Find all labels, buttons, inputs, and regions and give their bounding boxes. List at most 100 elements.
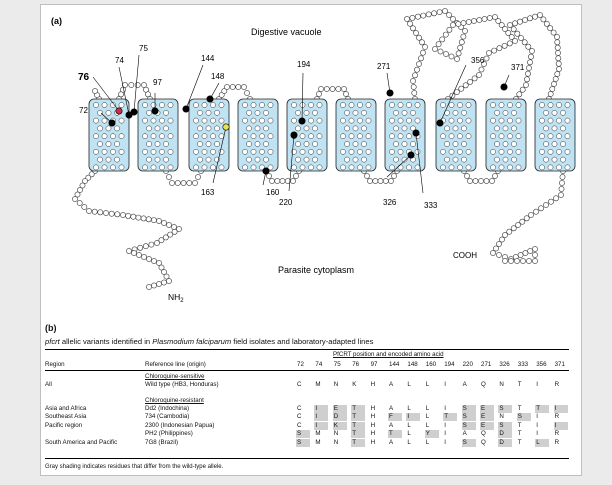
residue-marker-356 [436, 64, 467, 127]
region-cell: Southeast Asia [45, 413, 87, 421]
loop-residue [151, 258, 157, 264]
residue [167, 148, 174, 155]
residue [316, 164, 323, 171]
residue [465, 117, 472, 124]
marker-label: 144 [201, 54, 215, 63]
loop-residue [471, 18, 477, 24]
residue [397, 102, 404, 108]
loop-residue [481, 16, 488, 22]
loop-residue [558, 186, 565, 192]
residue [348, 102, 355, 108]
region-cell: Asia and Africa [45, 405, 87, 412]
loop-residue [367, 178, 373, 184]
marker-dot [222, 123, 230, 131]
loop-residue [171, 228, 178, 235]
residue [348, 133, 355, 140]
residue [401, 109, 408, 116]
residue [210, 148, 216, 155]
loop-residue [471, 75, 478, 82]
residue [414, 148, 421, 155]
residue-marker-326 [386, 151, 415, 178]
loop-residue [290, 178, 296, 184]
residue [365, 102, 372, 108]
residue [502, 109, 509, 116]
amino-acid-cell: N [499, 381, 504, 388]
loop-residue [460, 20, 467, 26]
residue [142, 117, 148, 124]
residue [490, 102, 496, 108]
loop-residue [431, 10, 437, 17]
amino-acid-cell: N [333, 381, 339, 388]
amino-acid-cell: H [370, 430, 376, 438]
residue [340, 133, 346, 140]
loop-residue [86, 208, 92, 214]
marker-label: 194 [297, 60, 311, 69]
loop-residue [520, 258, 526, 264]
residue [242, 133, 248, 140]
loop-residue [527, 15, 533, 22]
residue [308, 164, 314, 171]
loop-residue [436, 9, 443, 15]
residue [494, 141, 500, 147]
residue [344, 156, 350, 163]
residue [295, 109, 301, 116]
loop-residue [472, 178, 479, 184]
amino-acid-cell: T [351, 438, 366, 447]
loop-residue [416, 61, 422, 67]
panel-b-label: (b) [45, 323, 57, 333]
residue [105, 125, 112, 132]
residue [444, 156, 450, 163]
loop-residue [162, 234, 169, 241]
residue [414, 164, 421, 171]
residue [118, 164, 125, 171]
amino-acid-cell: N [333, 430, 339, 438]
vacuole-loop-9 [507, 12, 562, 102]
residue [193, 148, 199, 155]
residue [401, 141, 408, 147]
marker-dot [500, 83, 508, 91]
residue [410, 125, 416, 132]
residue [197, 125, 203, 132]
amino-acid-cell: I [406, 413, 421, 422]
loop-residue [169, 180, 175, 186]
loop-residue [404, 16, 410, 22]
residue [389, 164, 395, 171]
amino-acid-cell: S [461, 405, 476, 413]
amino-acid-cell: S [296, 438, 310, 447]
transmembrane-helix [384, 98, 426, 172]
loop-residue [318, 86, 324, 92]
residue [494, 109, 500, 116]
residue [393, 109, 399, 116]
loop-residue [79, 182, 86, 189]
residue [246, 141, 252, 147]
residue [507, 148, 513, 155]
amino-acid-cell: Q [481, 438, 486, 446]
loop-residue [422, 44, 428, 50]
residue [556, 102, 562, 108]
residue [142, 102, 148, 108]
residue [547, 148, 554, 155]
residue [490, 117, 496, 124]
amino-acid-cell: I [536, 413, 538, 421]
amino-acid-cell: L [425, 405, 430, 412]
loop-residue [409, 14, 416, 21]
loop-residue [558, 192, 564, 198]
transmembrane-helix [237, 98, 279, 172]
marker-label: 356 [471, 56, 485, 65]
loop-residue [372, 178, 379, 184]
loop-residue [341, 86, 347, 92]
loop-residue [443, 51, 449, 57]
residue [348, 117, 355, 124]
amino-acid-cell: A [389, 381, 394, 388]
residue [490, 133, 496, 140]
loop-residue [343, 91, 349, 97]
loop-residue [192, 180, 198, 186]
amino-acid-cell: D [332, 413, 347, 422]
residue [259, 117, 265, 124]
residue [543, 109, 549, 116]
residue [498, 164, 505, 171]
loop-residue [521, 39, 528, 46]
amino-acid-cell: H [370, 438, 376, 446]
loop-residue [523, 82, 529, 88]
